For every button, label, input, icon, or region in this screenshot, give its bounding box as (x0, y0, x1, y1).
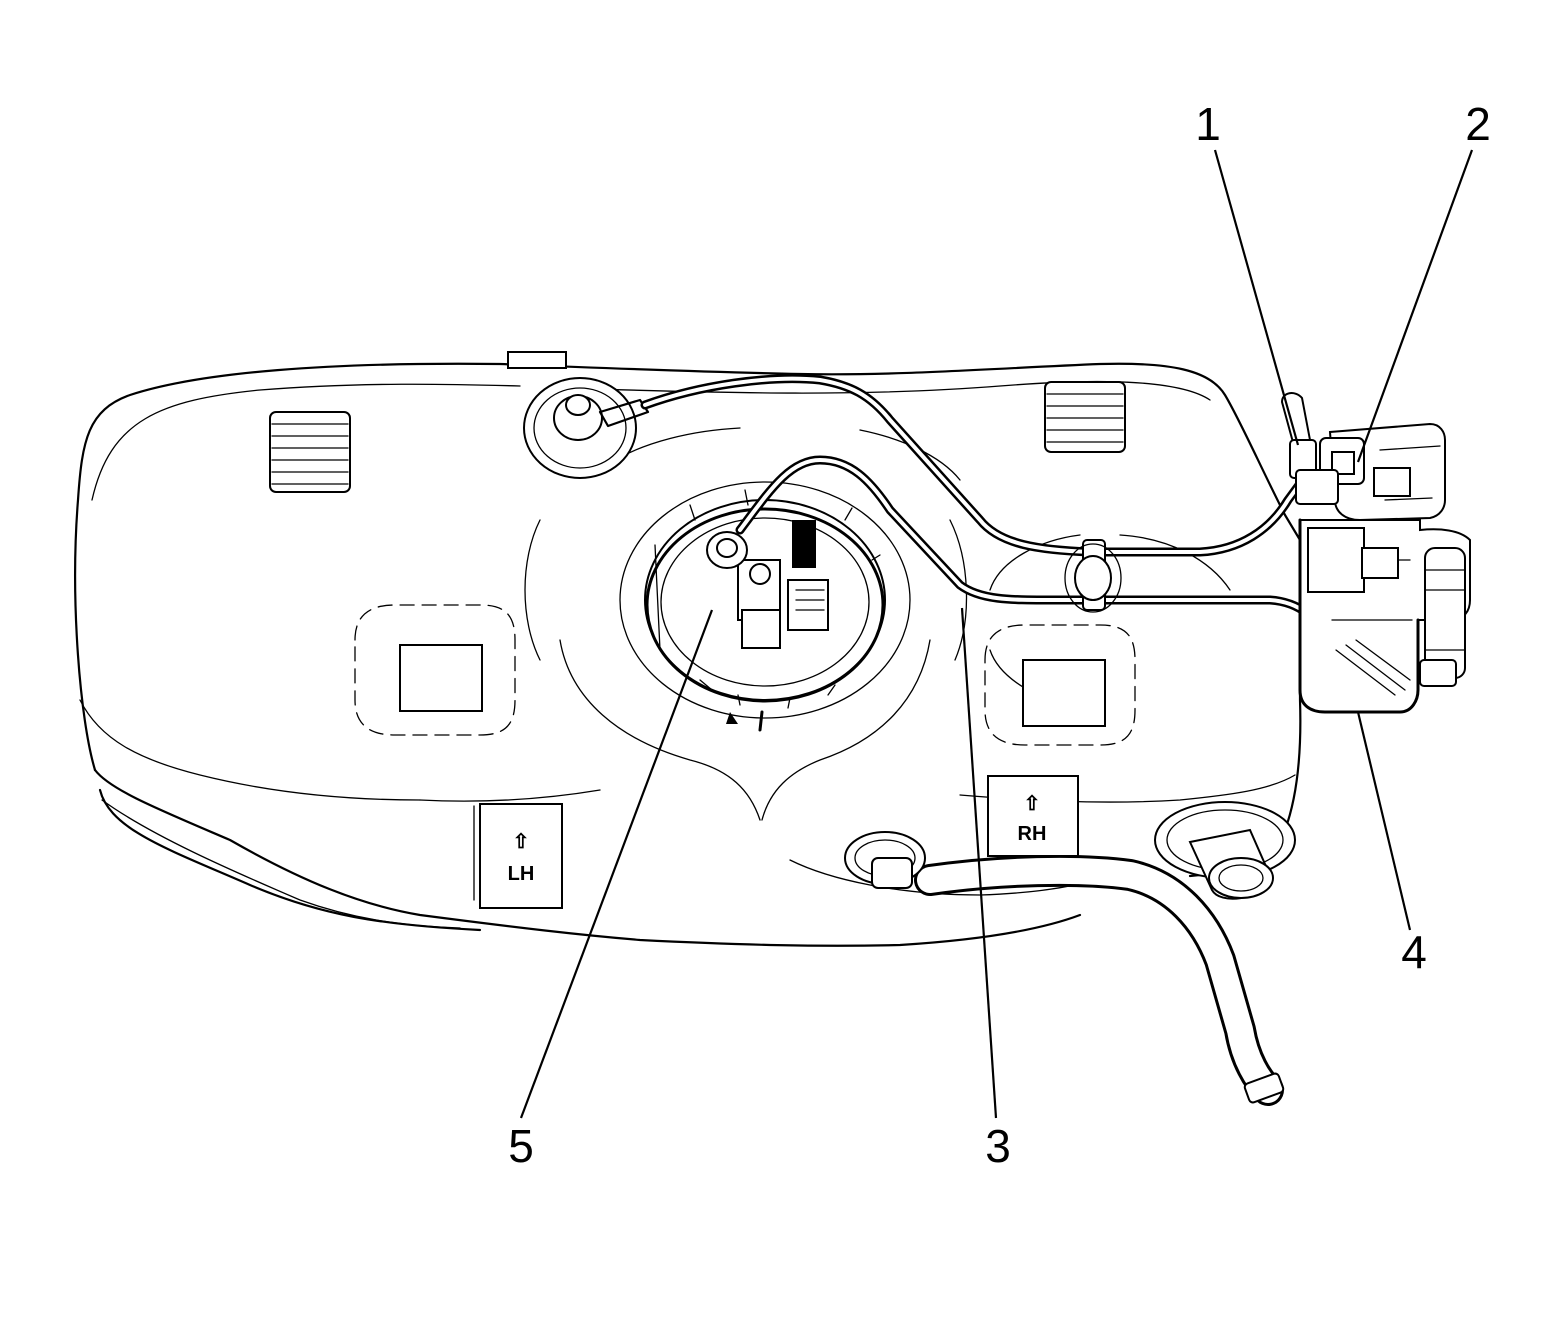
rh-strap-tag: ⇧ RH (987, 775, 1079, 857)
filler-neck (844, 801, 1296, 1106)
leader-2 (1356, 149, 1474, 463)
callout-labels: 1 2 3 4 5 (508, 98, 1491, 1172)
callout-2: 2 (1465, 98, 1491, 150)
callout-1: 1 (1195, 98, 1221, 150)
leader-lines (519, 149, 1474, 1119)
lh-arrow-glyph: ⇧ (513, 831, 530, 853)
leader-5 (519, 609, 714, 1119)
callout-5: 5 (508, 1120, 534, 1172)
vent-port (523, 377, 650, 479)
fuel-feed-lines (640, 374, 1330, 685)
right-ribbed-pad (1044, 381, 1126, 453)
leader-1 (1213, 149, 1300, 446)
rh-arrow-glyph: ⇧ (1024, 793, 1041, 815)
leader-4 (1356, 711, 1412, 931)
callout-3: 3 (985, 1120, 1011, 1172)
lh-strap-tag: ⇧ LH (473, 803, 563, 909)
fuel-pump-module (619, 481, 911, 732)
callout-4: 4 (1401, 926, 1427, 978)
left-ribbed-pad (269, 411, 351, 493)
leader-3 (960, 607, 998, 1119)
evap-canister-assembly (1280, 392, 1471, 714)
lh-tag-label: LH (508, 863, 535, 885)
rh-tag-label: RH (1018, 823, 1047, 845)
